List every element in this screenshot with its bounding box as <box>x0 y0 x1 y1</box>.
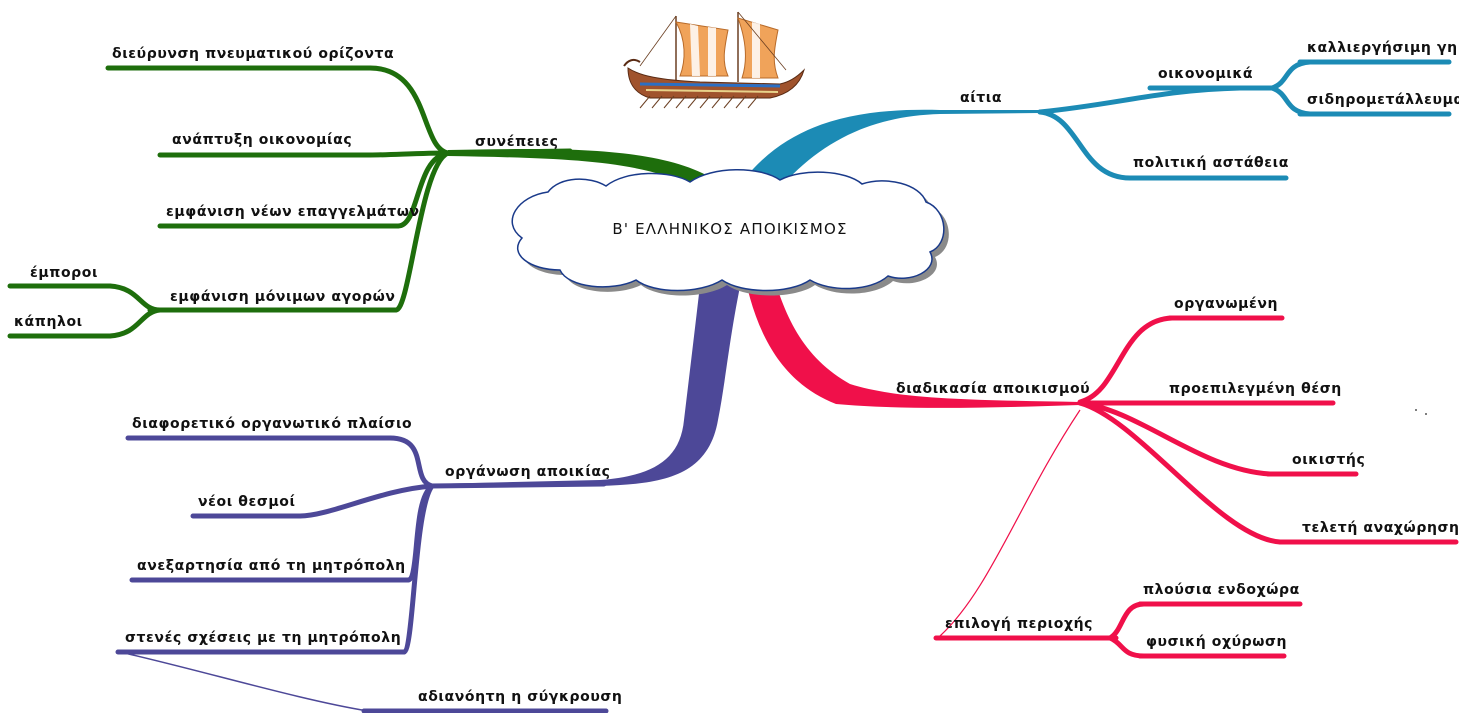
branch-root-causes <box>742 109 1040 190</box>
connector-conflict <box>119 651 369 712</box>
process-item: τελετή αναχώρησης <box>1302 520 1459 536</box>
underline-consequences-label <box>445 148 573 156</box>
central-topic-label: Β' ΕΛΛΗΝΙΚΟΣ ΑΠΟΙΚΙΣΜΟΣ <box>612 220 847 238</box>
organization-label: οργάνωση αποικίας <box>445 464 611 480</box>
consequence-item: ανάπτυξη οικονομίας <box>172 132 352 148</box>
region-label: επιλογή περιοχής <box>945 616 1093 632</box>
connector-process-3 <box>1077 400 1273 477</box>
connector-consequences-2 <box>367 150 451 158</box>
process-label: διαδικασία αποικισμού <box>896 381 1090 397</box>
consequence-item: εμφάνιση μόνιμων αγορών <box>170 289 396 305</box>
conflict-label: αδιανόητη η σύγκρουση <box>418 689 622 705</box>
connector-markets-2 <box>107 307 163 339</box>
economic-item: σιδηρομετάλλευμα <box>1307 92 1459 108</box>
process-branch <box>933 315 1459 659</box>
connector-economic-2 <box>1269 85 1313 117</box>
process-item: οργανωμένη <box>1174 296 1278 312</box>
connector-region-2 <box>1107 635 1147 659</box>
connector-region-1 <box>1107 601 1147 641</box>
consequence-item: εμφάνιση νέων επαγγελμάτων <box>166 204 420 220</box>
central-topic: Β' ΕΛΛΗΝΙΚΟΣ ΑΠΟΙΚΙΣΜΟΣ <box>511 169 949 296</box>
political-label: πολιτική αστάθεια <box>1133 155 1289 171</box>
economic-label: οικονομικά <box>1158 66 1253 82</box>
central-cloud <box>511 169 945 292</box>
connector-causes-economic <box>1037 85 1243 115</box>
trireme-ship-icon <box>623 11 806 109</box>
connector-consequences-1 <box>367 65 451 156</box>
process-item: οικιστής <box>1292 452 1365 468</box>
branch-root-process <box>742 262 1080 408</box>
process-item: προεπιλεγμένη θέση <box>1169 381 1342 397</box>
connector-org-1 <box>387 435 435 489</box>
organization-item: διαφορετικό οργανωτικό πλαίσιο <box>132 416 412 432</box>
consequence-item: διεύρυνση πνευματικού ορίζοντα <box>112 46 394 62</box>
stray-dot <box>1425 413 1427 415</box>
connector-process-1 <box>1077 315 1175 405</box>
stray-dot <box>1415 409 1417 411</box>
branch-root-consequences <box>448 149 715 186</box>
region-item: πλούσια ενδοχώρα <box>1143 582 1300 598</box>
connector-consequences-4 <box>393 150 451 313</box>
connector-markets-1 <box>107 283 163 313</box>
underline-organization-label <box>427 481 607 489</box>
markets-item: κάπηλοι <box>14 314 83 330</box>
connector-consequences-3 <box>395 150 451 229</box>
markets-item: έμποροι <box>30 265 98 281</box>
organization-item: ανεξαρτησία από τη μητρόπολη <box>137 558 406 574</box>
connector-economic-1 <box>1269 59 1313 91</box>
consequences-label: συνέπειες <box>475 134 559 150</box>
consequences-branch <box>7 65 573 339</box>
branch-root-organization <box>430 268 744 488</box>
causes-label: αίτια <box>960 90 1002 106</box>
region-item: φυσική οχύρωση <box>1146 634 1287 650</box>
connector-org-2 <box>297 483 435 519</box>
organization-item: νέοι θεσμοί <box>198 494 296 510</box>
connector-causes-political <box>1037 109 1133 181</box>
economic-item: καλλιεργήσιμη γη <box>1307 40 1458 56</box>
connector-process-region <box>939 409 1081 637</box>
organization-branch <box>115 435 609 713</box>
organization-item: στενές σχέσεις με τη μητρόπολη <box>125 630 401 646</box>
connector-process-4 <box>1077 400 1283 545</box>
causes-branch <box>1037 59 1452 181</box>
connector-org-4 <box>401 483 435 655</box>
